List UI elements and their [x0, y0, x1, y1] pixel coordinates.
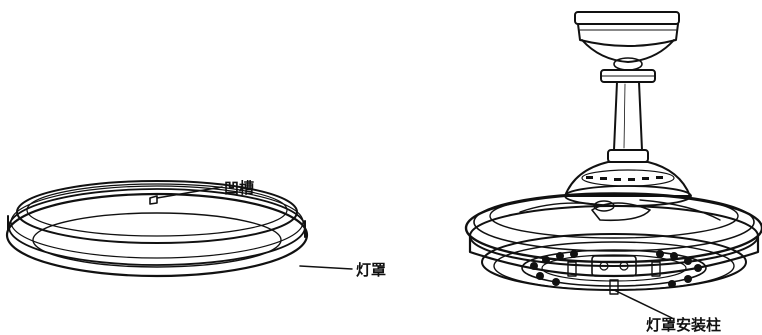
ceiling-canopy-plate	[574, 11, 680, 25]
groove-label: 凹槽	[224, 179, 254, 197]
lamp-cover-post-label: 灯罩安装柱	[646, 316, 721, 334]
mounting-post	[609, 279, 619, 295]
groove-mark	[149, 195, 158, 205]
mounting-post	[651, 261, 661, 277]
lamp-cover-label: 灯罩	[356, 261, 386, 279]
lamp-cover-leader-line	[299, 265, 353, 270]
lamp-cover-post-leader-line	[613, 289, 673, 319]
mounting-post	[567, 261, 577, 277]
lamp-cover-illustration	[5, 180, 309, 278]
groove-leader-line	[156, 186, 223, 199]
fan-assembly-illustration	[464, 11, 762, 295]
